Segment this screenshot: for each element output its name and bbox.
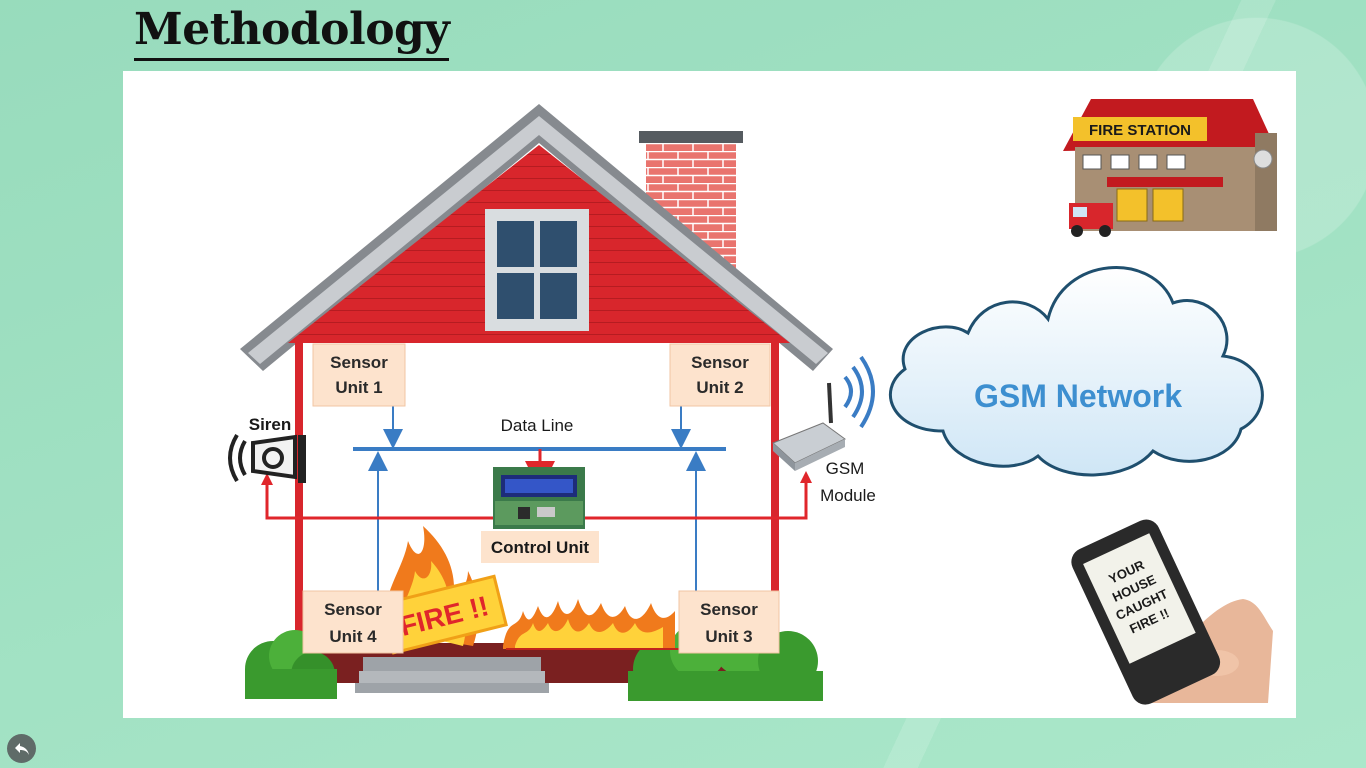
sensor-unit-3-line2: Unit 3	[705, 627, 752, 646]
siren-icon	[228, 433, 306, 483]
sensor-unit-1: Sensor Unit 1	[312, 343, 406, 407]
sensor-unit-2-line1: Sensor	[691, 353, 749, 372]
siren: Siren	[228, 415, 306, 483]
sensor-unit-3: Sensor Unit 3	[678, 590, 780, 654]
attic-window	[485, 209, 589, 331]
sensor-unit-2-line2: Unit 2	[696, 378, 743, 397]
sensor-unit-1-line1: Sensor	[330, 353, 388, 372]
gsm-module-line1: GSM	[826, 459, 865, 478]
methodology-diagram: FIRE !! Data Line Control Unit Sensor Un…	[228, 99, 1277, 705]
sensor-unit-4-line2: Unit 4	[329, 627, 377, 646]
gsm-module-icon	[772, 355, 875, 471]
sensor-unit-2: Sensor Unit 2	[669, 343, 771, 407]
data-line-label: Data Line	[501, 416, 574, 435]
mobile-phone: YOUR HOUSE CAUGHT FIRE !!	[1071, 519, 1273, 705]
front-steps	[355, 657, 549, 693]
ground-flames	[503, 599, 679, 650]
sensor-unit-4-line1: Sensor	[324, 600, 382, 619]
fire-station: FIRE STATION	[1063, 99, 1277, 237]
page-title: Methodology	[134, 2, 450, 61]
gsm-module: GSM Module	[772, 355, 876, 505]
gsm-network-label: GSM Network	[974, 378, 1182, 414]
fire-station-sign: FIRE STATION	[1089, 122, 1191, 139]
sensor-unit-4: Sensor Unit 4	[302, 590, 404, 654]
fire-truck-icon	[1069, 203, 1113, 237]
phone-icon: YOUR HOUSE CAUGHT FIRE !!	[1071, 519, 1221, 705]
control-unit: Control Unit	[481, 467, 599, 563]
siren-label: Siren	[249, 415, 292, 434]
sensor-unit-1-line2: Unit 1	[335, 378, 382, 397]
back-arrow-icon	[14, 742, 29, 755]
gsm-network-cloud: GSM Network	[888, 266, 1264, 477]
fire-sign: FIRE !!	[379, 574, 508, 655]
diagram-panel: FIRE !! Data Line Control Unit Sensor Un…	[123, 71, 1296, 718]
back-button[interactable]	[7, 734, 36, 763]
bush-left	[245, 630, 337, 699]
gsm-module-line2: Module	[820, 486, 876, 505]
control-unit-label: Control Unit	[491, 538, 590, 557]
sensor-unit-3-line1: Sensor	[700, 600, 758, 619]
